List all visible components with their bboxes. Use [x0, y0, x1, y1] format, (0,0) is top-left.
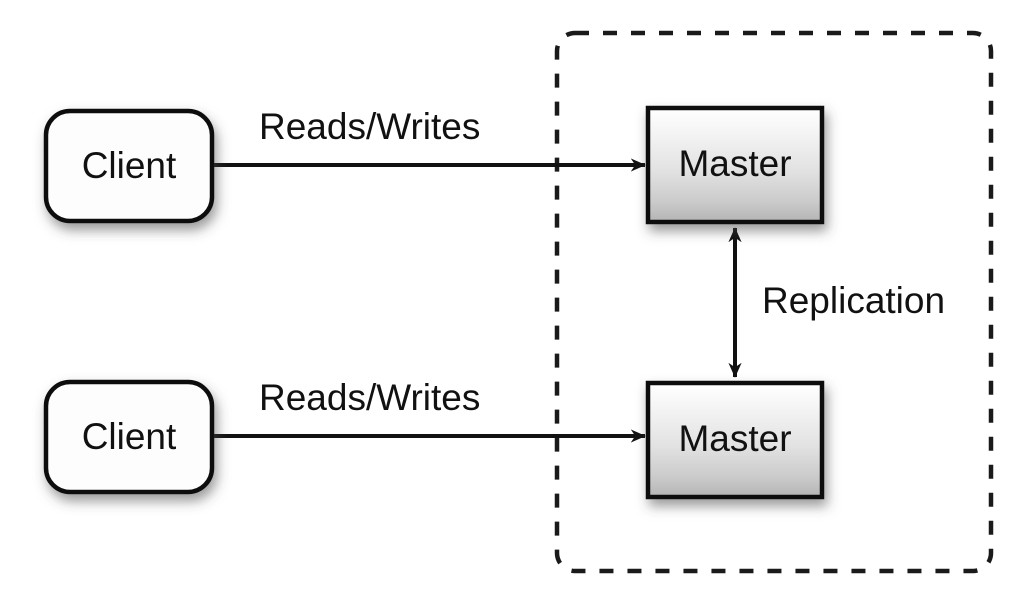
node-shape[interactable]	[43, 108, 215, 224]
node-label: Client	[82, 416, 177, 457]
edge-label-reads-writes-top: Reads/Writes	[259, 106, 480, 147]
node-master-top[interactable]: Master	[645, 105, 825, 225]
edge-label-reads-writes-bottom: Reads/Writes	[259, 377, 480, 418]
cluster-boundary	[554, 30, 994, 574]
node-shape[interactable]	[43, 379, 215, 495]
node-label: Client	[82, 145, 177, 186]
node-label: Master	[678, 143, 791, 184]
edge-label-replication: Replication	[762, 280, 945, 321]
node-master-bottom[interactable]: Master	[645, 380, 825, 500]
node-label: Master	[678, 418, 791, 459]
node-shape[interactable]	[645, 380, 825, 500]
node-client-bottom[interactable]: Client	[43, 379, 215, 495]
node-shape[interactable]	[645, 105, 825, 225]
node-client-top[interactable]: Client	[43, 108, 215, 224]
